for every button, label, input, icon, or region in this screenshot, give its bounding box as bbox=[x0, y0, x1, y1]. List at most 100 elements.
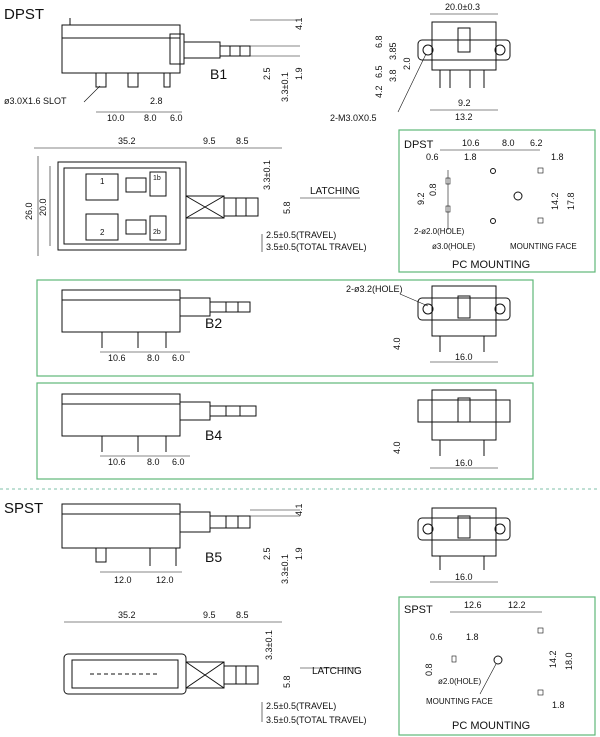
spst-pcb-dim-12-2: 12.2 bbox=[508, 600, 526, 610]
b1-end-dim-4-2: 4.2 bbox=[374, 85, 384, 98]
b5-dim-3-3: 3.3±0.1 bbox=[280, 554, 290, 584]
b4-dim-6-0: 6.0 bbox=[172, 457, 185, 467]
dpst-pcb-hole-b: ø3.0(HOLE) bbox=[432, 242, 475, 251]
b2-dim-16-0: 16.0 bbox=[455, 352, 473, 362]
spst-dim-3-3: 3.3±0.1 bbox=[264, 630, 274, 660]
b1-dim-8-0: 8.0 bbox=[144, 113, 157, 123]
spst-travel: 2.5±0.5(TRAVEL) bbox=[266, 701, 336, 711]
dpst-contact-1b: 1b bbox=[153, 175, 161, 182]
dpst-pcb-dim-9-2: 9.2 bbox=[416, 192, 426, 205]
dpst-travel: 2.5±0.5(TRAVEL) bbox=[266, 230, 336, 240]
b1-dim-4-1: 4.1 bbox=[294, 17, 304, 30]
dpst-total-travel: 3.5±0.5(TOTAL TRAVEL) bbox=[266, 242, 366, 252]
spst-pcb-dim-14-2: 14.2 bbox=[548, 650, 558, 668]
model-label-b4: B4 bbox=[205, 427, 222, 443]
dpst-dim-20-0: 20.0 bbox=[38, 198, 48, 216]
dpst-contact-1: 1 bbox=[100, 177, 105, 186]
b1-dim-6-0: 6.0 bbox=[170, 113, 183, 123]
dpst-pcb-dim-0-8: 0.8 bbox=[428, 183, 438, 196]
spst-dim-35-2: 35.2 bbox=[118, 610, 136, 620]
spst-pcb-hole: ø2.0(HOLE) bbox=[438, 677, 481, 686]
b5-dim-1-9: 1.9 bbox=[294, 547, 304, 560]
b4-dim-10-6: 10.6 bbox=[108, 457, 126, 467]
b4-side-view bbox=[61, 393, 257, 457]
dpst-pcb-dim-8-0: 8.0 bbox=[502, 138, 515, 148]
b2-side-view bbox=[61, 289, 251, 353]
b5-dim-4-1: 4.1 bbox=[294, 503, 304, 516]
spst-pcb-dim-0-8: 0.8 bbox=[424, 663, 434, 676]
spst-dim-5-8: 5.8 bbox=[282, 675, 292, 688]
b1-end-view bbox=[417, 13, 511, 111]
spst-latching-label: LATCHING bbox=[312, 666, 362, 677]
b4-dim-16-0: 16.0 bbox=[455, 458, 473, 468]
spst-total-travel: 3.5±0.5(TOTAL TRAVEL) bbox=[266, 715, 366, 725]
spst-pcb-dim-0-6: 0.6 bbox=[430, 632, 443, 642]
dpst-dim-3-3: 3.3±0.1 bbox=[262, 160, 272, 190]
b2-dim-6-0: 6.0 bbox=[172, 353, 185, 363]
spst-pcb-dim-1-8b: 1.8 bbox=[552, 700, 565, 710]
b1-end-dim-9-2: 9.2 bbox=[458, 98, 471, 108]
dpst-pcb-dim-0-6: 0.6 bbox=[426, 152, 439, 162]
dpst-pcb-panel bbox=[398, 129, 596, 273]
dpst-pcb-dim-17-8: 17.8 bbox=[566, 192, 576, 210]
b1-body bbox=[61, 24, 181, 74]
spst-pcb-panel bbox=[398, 596, 596, 736]
dpst-pcb-dim-10-6: 10.6 bbox=[462, 138, 480, 148]
model-label-b2: B2 bbox=[205, 315, 222, 331]
dpst-contact-2: 2 bbox=[100, 228, 105, 237]
dpst-dim-8-5: 8.5 bbox=[236, 136, 249, 146]
dpst-dim-35-2: 35.2 bbox=[118, 136, 136, 146]
b1-end-dim-6-5: 6.5 bbox=[374, 65, 384, 78]
dpst-pcb-title: DPST bbox=[404, 139, 434, 151]
model-label-b1: B1 bbox=[210, 66, 227, 82]
dpst-pcb-dim-6-2: 6.2 bbox=[530, 138, 543, 148]
spst-pcb-dim-18-0: 18.0 bbox=[564, 652, 574, 670]
b2-panel bbox=[36, 279, 534, 377]
b1-dim-2-8: 2.8 bbox=[150, 96, 163, 106]
dpst-latching-label: LATCHING bbox=[310, 186, 360, 197]
dpst-pcb-hole-a: 2-ø2.0(HOLE) bbox=[414, 227, 465, 236]
section-title-dpst: DPST bbox=[4, 6, 44, 23]
b2-dim-4-0: 4.0 bbox=[392, 337, 402, 350]
dpst-contact-2b: 2b bbox=[153, 229, 161, 236]
dpst-pcb-dim-14-2: 14.2 bbox=[550, 192, 560, 210]
b1-dim-2-5: 2.5 bbox=[262, 67, 272, 80]
b1-end-dim-3-85: 3.85 bbox=[388, 42, 398, 60]
spst-dim-8-5: 8.5 bbox=[236, 610, 249, 620]
b1-end-dim-2-0: 2.0 bbox=[402, 57, 412, 70]
b2-hole-label: 2-ø3.2(HOLE) bbox=[346, 284, 403, 294]
spst-top-view bbox=[63, 621, 360, 722]
b2-dim-10-6: 10.6 bbox=[108, 353, 126, 363]
b5-dim-16-0: 16.0 bbox=[455, 572, 473, 582]
spst-pcb-dim-12-6: 12.6 bbox=[464, 600, 482, 610]
b4-end-view bbox=[417, 389, 511, 469]
b2-end-view bbox=[417, 285, 511, 363]
model-label-b5: B5 bbox=[205, 549, 222, 565]
b1-end-dim-6-8: 6.8 bbox=[374, 35, 384, 48]
b5-end-view bbox=[417, 507, 511, 583]
dpst-pcb-dim-1-8a: 1.8 bbox=[464, 152, 477, 162]
b5-side-view bbox=[61, 503, 300, 573]
b1-dim-10-0: 10.0 bbox=[107, 113, 125, 123]
spst-pcb-mounting-face: MOUNTING FACE bbox=[426, 697, 493, 706]
b1-slot-label: ø3.0X1.6 SLOT bbox=[4, 96, 67, 106]
dpst-pcb-caption: PC MOUNTING bbox=[452, 259, 530, 271]
spst-dim-9-5: 9.5 bbox=[203, 610, 216, 620]
dpst-dim-26-0: 26.0 bbox=[24, 202, 34, 220]
b1-end-dim-3-8: 3.8 bbox=[388, 69, 398, 82]
dpst-dim-5-8: 5.8 bbox=[282, 201, 292, 214]
spst-pcb-caption: PC MOUNTING bbox=[452, 720, 530, 732]
b4-dim-8-0: 8.0 bbox=[147, 457, 160, 467]
b4-panel bbox=[36, 382, 534, 480]
b1-screw-label: 2-M3.0X0.5 bbox=[330, 113, 377, 123]
b2-dim-8-0: 8.0 bbox=[147, 353, 160, 363]
b1-end-dim-20-0: 20.0±0.3 bbox=[445, 2, 480, 12]
dpst-top-view bbox=[34, 147, 360, 256]
spst-pcb-dim-1-8a: 1.8 bbox=[466, 632, 479, 642]
b1-end-dim-13-2: 13.2 bbox=[455, 112, 473, 122]
b5-dim-12-0b: 12.0 bbox=[156, 575, 174, 585]
spst-pcb-footprint bbox=[450, 611, 544, 696]
spst-pcb-title: SPST bbox=[404, 604, 433, 616]
b1-side-view bbox=[61, 18, 300, 88]
b4-dim-4-0: 4.0 bbox=[392, 441, 402, 454]
